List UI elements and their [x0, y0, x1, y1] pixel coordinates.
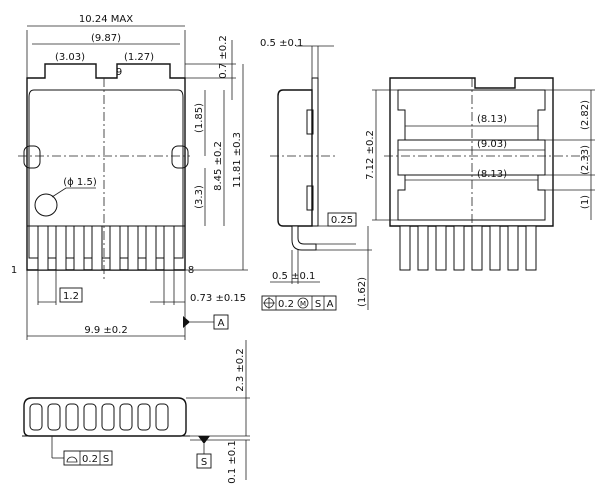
- front-view: 2.3 ±0.2 0.1 ±0.1 S 0.2 S: [22, 340, 250, 484]
- lead: [65, 403, 79, 431]
- datum-s-label: S: [201, 457, 207, 468]
- lead: [417, 225, 429, 271]
- pin-8-label: 8: [188, 265, 194, 276]
- dim-tab-width: (9.87): [91, 33, 121, 44]
- lead: [137, 403, 151, 431]
- dim-body-height: 8.45 ±0.2: [213, 141, 224, 191]
- mounting-hole: [34, 193, 58, 217]
- lead: [91, 225, 103, 271]
- dim-front-height: 2.3 ±0.2: [235, 348, 246, 391]
- pitch-box: [59, 287, 83, 303]
- lead: [507, 225, 519, 271]
- top-view-inner-outline: [28, 89, 184, 259]
- bottom-view: (8.13) (9.03) (8.13) 7.12 ±0.2 (2.82) (2…: [365, 77, 595, 271]
- side-view-tab: [311, 77, 319, 227]
- dim-width-lower: (8.13): [477, 169, 507, 180]
- lead: [119, 403, 133, 431]
- dim-lead-width: 0.73 ±0.15: [190, 293, 246, 304]
- top-view-tab: [26, 63, 186, 271]
- lead: [83, 403, 97, 431]
- dim-width-mid: (9.03): [477, 139, 507, 150]
- position-tolerance-value: 0.2: [278, 299, 294, 310]
- dim-slot-left: (3.03): [55, 52, 85, 63]
- flatness-value: 0.2: [82, 454, 98, 465]
- datum-s-marker: [198, 436, 210, 444]
- dim-overall-height: 11.81 ±0.3: [232, 132, 243, 188]
- dim-lead-length: (1.62): [357, 277, 368, 307]
- lead: [47, 403, 61, 431]
- dim-tab-thickness: 0.5 ±0.1: [260, 38, 303, 49]
- left-notch: [23, 145, 41, 169]
- right-notch: [171, 145, 189, 169]
- dim-pad-height: 7.12 ±0.2: [365, 130, 376, 180]
- datum-a-box: [213, 314, 229, 330]
- dim-slot-right: (1.27): [124, 52, 154, 63]
- lead: [525, 225, 537, 271]
- flatness-datum: S: [103, 454, 109, 465]
- lead: [37, 225, 49, 271]
- lead: [453, 225, 465, 271]
- datum-a-label: A: [218, 318, 225, 329]
- dim-overall-width: 10.24 MAX: [79, 14, 133, 25]
- lead: [101, 403, 115, 431]
- side-view: 0.5 ±0.1 0.25 0.5 ±0.1 (1.62): [260, 38, 372, 310]
- bottom-view-body: [389, 77, 554, 227]
- dim-width-upper: (8.13): [477, 114, 507, 125]
- lead: [73, 225, 85, 271]
- lead: [471, 225, 483, 271]
- pin-1-label: 1: [11, 265, 17, 276]
- dim-hole-diameter: (ϕ 1.5): [63, 177, 97, 188]
- bottom-view-pad-outline: [397, 89, 546, 221]
- side-view-lead: [291, 225, 317, 251]
- front-view-leads: [29, 403, 169, 431]
- lead: [55, 225, 67, 271]
- lead: [399, 225, 411, 271]
- lead: [127, 225, 139, 271]
- dim-hole-offset: (1.85): [194, 103, 205, 133]
- lead: [163, 225, 175, 271]
- position-tolerance-frame: 0.2 M S A: [261, 295, 337, 311]
- dim-lead-thickness: 0.5 ±0.1: [272, 271, 315, 282]
- top-view: 10.24 MAX (9.87) (3.03) (1.27) 9 0.7 ±0.…: [11, 14, 337, 340]
- datum-a-marker: [183, 316, 190, 328]
- position-datum-s: S: [315, 299, 321, 310]
- lead: [155, 403, 169, 431]
- dim-h-233: (2.33): [580, 145, 591, 175]
- dim-seat-gap: 0.1 ±0.1: [227, 440, 238, 483]
- lead: [109, 225, 121, 271]
- pin-9-label: 9: [116, 67, 122, 78]
- mmc-modifier: M: [300, 300, 306, 308]
- standoff-box: [327, 212, 357, 227]
- dim-tab-protrusion: 0.7 ±0.2: [218, 35, 229, 78]
- lead: [145, 225, 157, 271]
- flatness-tolerance-frame: 0.2 S: [63, 450, 113, 466]
- lead: [435, 225, 447, 271]
- lead: [489, 225, 501, 271]
- dim-body-width: 9.9 ±0.2: [84, 325, 127, 336]
- position-datum-a: A: [327, 299, 334, 310]
- dim-h-1: (1): [580, 195, 591, 209]
- side-view-body: [277, 89, 313, 227]
- dim-standoff: 0.25: [331, 215, 353, 226]
- dim-lead-zone: (3.3): [194, 185, 205, 209]
- side-notch-upper: [306, 109, 314, 135]
- bottom-view-leads: [399, 225, 537, 271]
- datum-s-box: [196, 453, 212, 469]
- side-notch-lower: [306, 185, 314, 211]
- dim-h-282: (2.82): [580, 100, 591, 130]
- lead: [29, 403, 43, 431]
- dim-pitch: 1.2: [63, 291, 79, 302]
